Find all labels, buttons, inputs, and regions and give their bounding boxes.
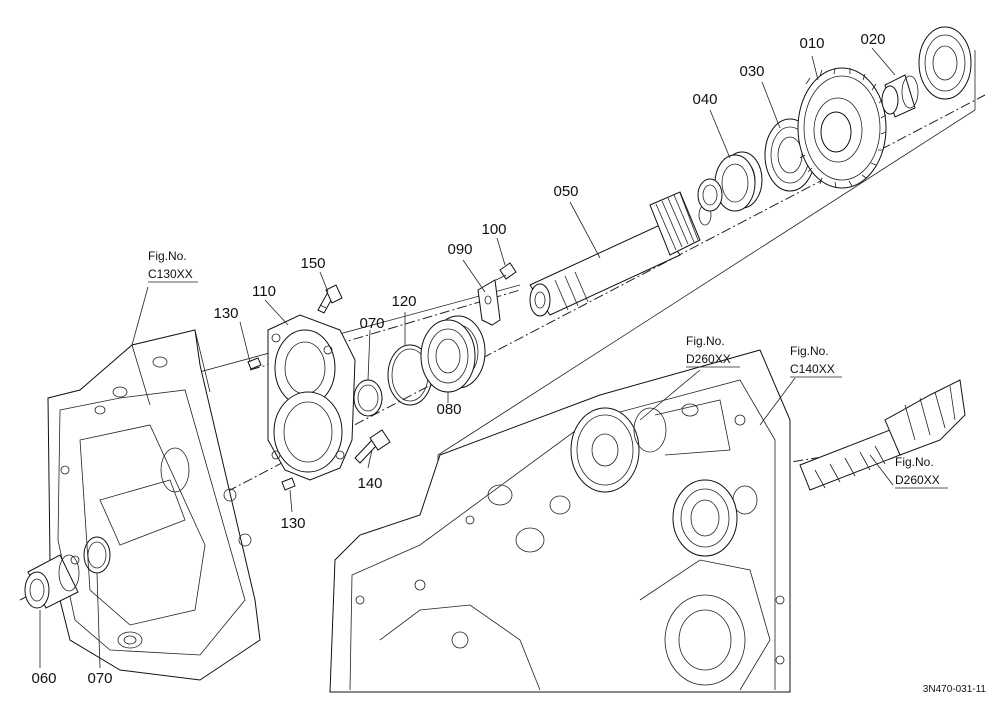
part-090-bracket [477,279,501,326]
fig-ref-code: C130XX [148,267,193,281]
fig-ref-label: Fig.No. [790,344,829,358]
rear-case-housing [329,349,791,693]
front-case-housing [47,329,261,681]
figure-reference-d260-lower: Fig.No. D260XX [895,455,948,489]
callout-130-upper: 130 [213,305,238,322]
bevel-pinion-shaft [799,379,966,491]
part-010-gear [797,67,887,189]
part-100-screw [495,262,517,281]
part-110-bearing-case [267,314,356,481]
callout-100: 100 [481,221,506,238]
callout-090: 090 [447,241,472,258]
callout-140: 140 [357,475,382,492]
internal-gear [570,399,731,493]
callout-070-upper: 070 [359,315,384,332]
leader-lines [39,47,896,669]
figure-reference-c130: Fig.No. C130XX [148,249,198,283]
part-080-ball-bearing [420,315,486,393]
part-140-bolt [354,429,391,464]
callout-150: 150 [300,255,325,272]
fig-ref-code: D260XX [686,352,731,366]
callout-080: 080 [436,401,461,418]
figure-reference-c140: Fig.No. C140XX [790,344,842,378]
part-040-bearing [697,151,763,212]
callout-030: 030 [739,63,764,80]
callout-060: 060 [31,670,56,687]
part-130-dowel-pin-lower [281,477,296,491]
end-bearing [918,26,972,100]
fig-ref-label: Fig.No. [148,249,187,263]
callout-040: 040 [692,91,717,108]
fig-ref-code: D260XX [895,473,940,487]
document-code: 3N470-031-11 [923,684,987,695]
callout-110: 110 [252,283,276,300]
part-070-snap-ring-upper [353,379,383,417]
part-150-bolt [317,284,343,314]
part-060-needle-bearing [24,554,80,609]
figure-reference-d260-upper: Fig.No. D260XX [686,334,740,368]
internal-bearing [672,479,738,557]
part-050-shaft [529,191,712,317]
part-020-collar [881,74,919,118]
part-callouts: 010 020 030 040 050 100 090 150 110 120 … [31,31,885,687]
fig-ref-code: C140XX [790,362,835,376]
callout-070-lower: 070 [87,670,112,687]
fig-ref-label: Fig.No. [686,334,725,348]
callout-050: 050 [553,183,578,200]
callout-010: 010 [799,35,824,52]
part-130-dowel-pin-upper [247,357,262,370]
callout-020: 020 [860,31,885,48]
callout-120: 120 [391,293,416,310]
fig-ref-label: Fig.No. [895,455,934,469]
callout-130-lower: 130 [280,515,305,532]
